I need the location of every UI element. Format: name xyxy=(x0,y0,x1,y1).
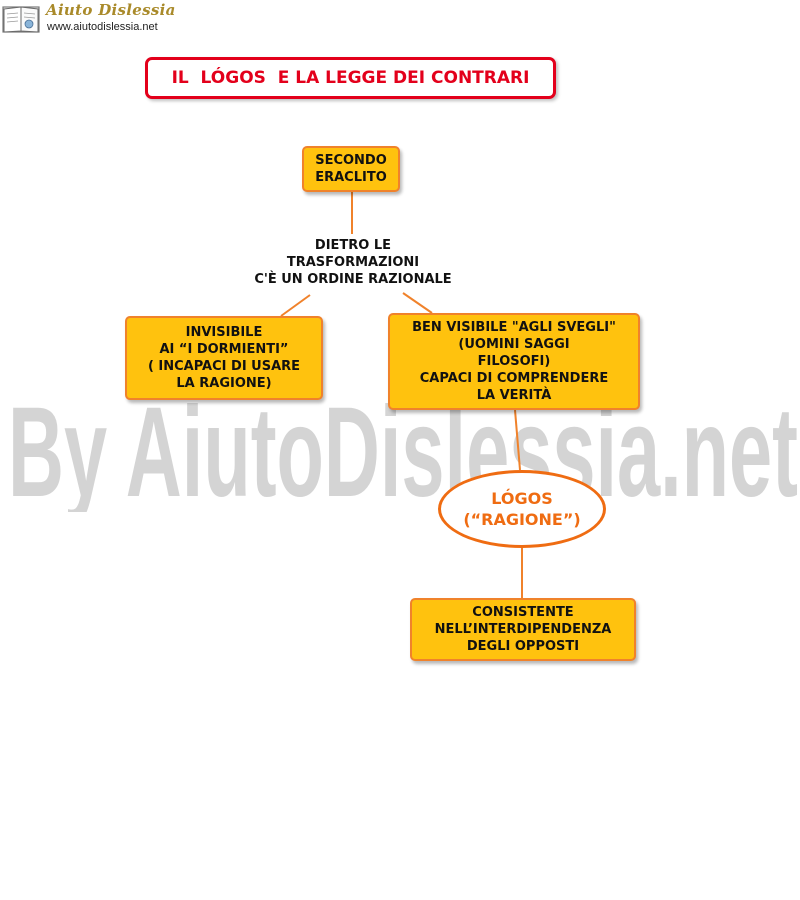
logo-url[interactable]: www.aiutodislessia.net xyxy=(47,21,158,33)
node-consistente-text: CONSISTENTE NELL’INTERDIPENDENZA DEGLI O… xyxy=(434,605,612,654)
logo-title: Aiuto Dislessia xyxy=(46,1,176,19)
node-invisibile: INVISIBILE AI “I DORMIENTI” ( INCAPACI D… xyxy=(125,316,323,400)
node-ben-visibile-text: BEN VISIBILE "AGLI SVEGLI" (UOMINI SAGGI… xyxy=(412,320,616,403)
connector-visibile-logos xyxy=(514,409,521,471)
node-invisibile-text: INVISIBILE AI “I DORMIENTI” ( INCAPACI D… xyxy=(147,325,301,391)
node-dietro-le-trasformazioni: DIETRO LE TRASFORMAZIONI C'È UN ORDINE R… xyxy=(254,238,452,287)
node-consistente: CONSISTENTE NELL’INTERDIPENDENZA DEGLI O… xyxy=(410,598,636,661)
node-logos-text: LÓGOS (“RAGIONE”) xyxy=(463,489,581,529)
connector-dietro-invisibile xyxy=(280,294,311,317)
node-secondo-eraclito: SECONDO ERACLITO xyxy=(302,146,400,192)
node-logos-ellipse: LÓGOS (“RAGIONE”) xyxy=(438,470,606,548)
page-title-box: IL LÓGOS E LA LEGGE DEI CONTRARI xyxy=(145,57,556,99)
site-logo[interactable]: Aiuto Dislessia www.aiutodislessia.net xyxy=(0,0,175,40)
node-ben-visibile: BEN VISIBILE "AGLI SVEGLI" (UOMINI SAGGI… xyxy=(388,313,640,410)
node-secondo-eraclito-text: SECONDO ERACLITO xyxy=(315,153,387,185)
page-title: IL LÓGOS E LA LEGGE DEI CONTRARI xyxy=(171,68,530,88)
connector-dietro-visibile xyxy=(402,292,433,314)
book-icon xyxy=(2,6,40,33)
